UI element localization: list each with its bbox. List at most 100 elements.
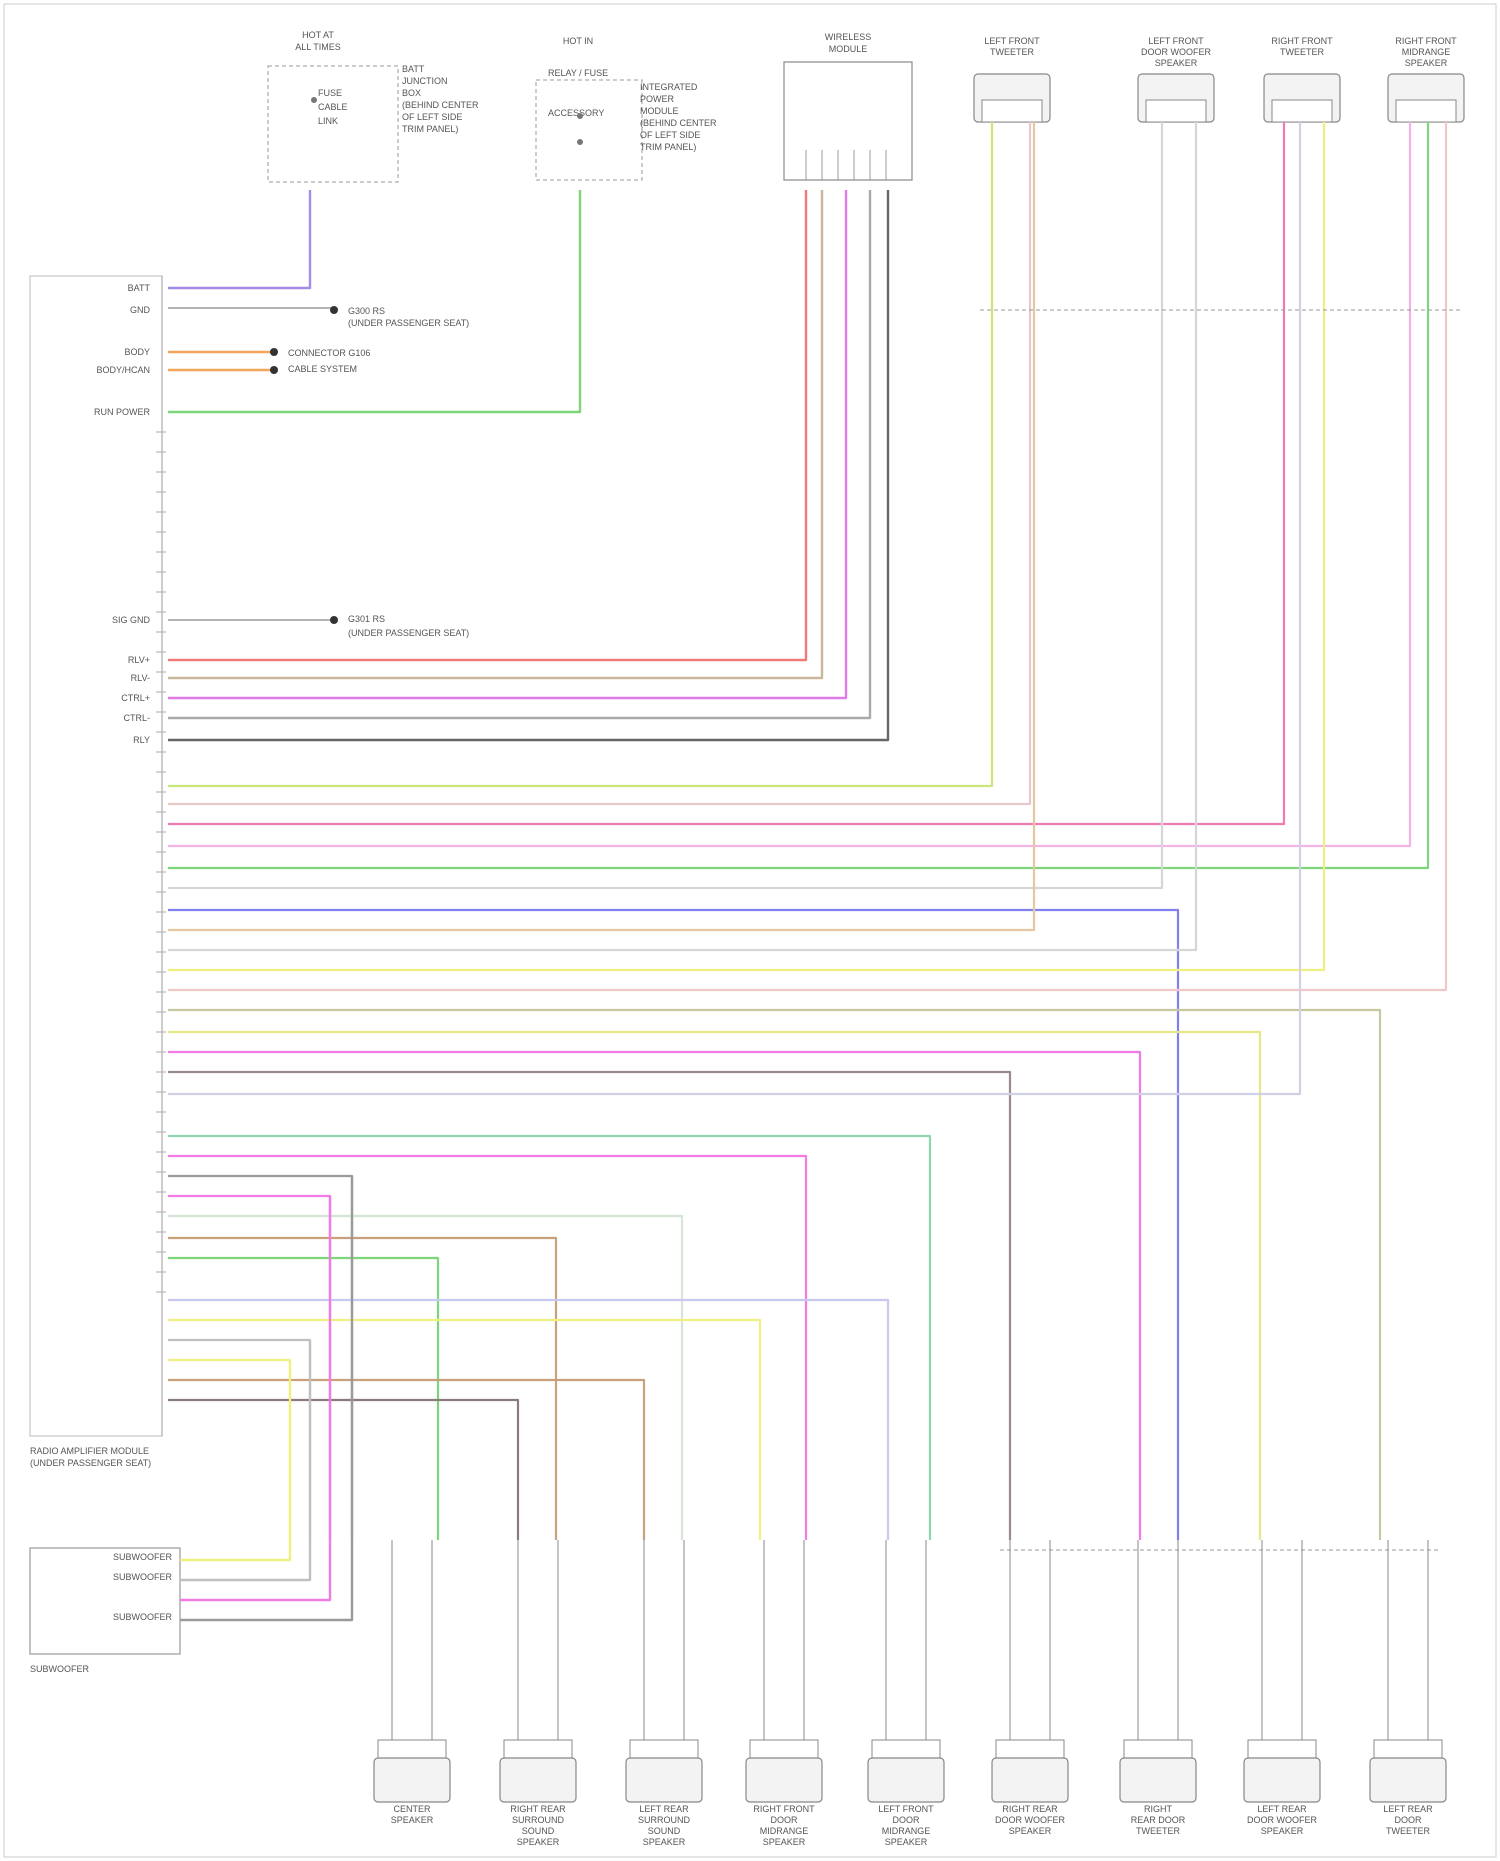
wire-wireless [168, 190, 806, 660]
bottom-speaker-title: REAR DOOR [1131, 1815, 1186, 1825]
amplifier-box [30, 276, 162, 1436]
amp-pin-label: SIG GND [112, 615, 151, 625]
top-speaker-title: SPEAKER [1405, 58, 1448, 68]
splice-label: CABLE SYSTEM [288, 364, 357, 374]
top-speaker-title: MIDRANGE [1402, 47, 1451, 57]
wire-wireless [168, 190, 846, 698]
bottom-speaker-title: SPEAKER [1261, 1826, 1304, 1836]
bottom-speaker-title: RIGHT FRONT [753, 1804, 815, 1814]
bottom-speaker-title: DOOR [771, 1815, 799, 1825]
wire-subwoofer [180, 1196, 330, 1600]
bottom-speaker-title: DOOR [893, 1815, 921, 1825]
wire-speaker [168, 122, 1324, 970]
fuse-pin-label: CABLE [318, 102, 348, 112]
relay-terminal [577, 113, 583, 119]
bottom-speaker-title: SPEAKER [517, 1837, 560, 1847]
wire-run-power [168, 190, 580, 412]
speaker-connector [1146, 100, 1206, 122]
relay-box-dashed [536, 80, 642, 180]
speaker-body [746, 1758, 822, 1802]
speaker-connector [1272, 100, 1332, 122]
speaker-connector [1396, 100, 1456, 122]
splice-label: (UNDER PASSENGER SEAT) [348, 318, 469, 328]
splice-label: CONNECTOR G106 [288, 348, 370, 358]
hot-in-title: HOT IN [563, 36, 593, 46]
bottom-speaker-title: LEFT REAR [639, 1804, 689, 1814]
amp-pin-label: RUN POWER [94, 407, 151, 417]
speaker-body [992, 1758, 1068, 1802]
wire-speaker [168, 1072, 1010, 1540]
wire-lower [168, 1320, 760, 1540]
amp-pin-label: RLY [133, 735, 150, 745]
wire-lower [168, 1176, 352, 1540]
top-speaker-title: TWEETER [990, 47, 1034, 57]
bottom-speaker-title: SPEAKER [391, 1815, 434, 1825]
subwoofer-pin-label: SUBWOOFER [113, 1552, 173, 1562]
amp-pin-label: BATT [128, 283, 151, 293]
speaker-body [868, 1758, 944, 1802]
junction-box-label: (BEHIND CENTER [402, 100, 479, 110]
amp-pin-label: BODY/HCAN [96, 365, 150, 375]
top-speaker-title: LEFT FRONT [1148, 36, 1204, 46]
amp-pin-label: CTRL+ [121, 693, 150, 703]
bottom-speaker-title: LEFT FRONT [878, 1804, 934, 1814]
speaker-body [1370, 1758, 1446, 1802]
fuse-pin-label: LINK [318, 116, 338, 126]
ipm-label: TRIM PANEL) [640, 142, 696, 152]
top-speaker-title: SPEAKER [1155, 58, 1198, 68]
bottom-speaker-title: SOUND [522, 1826, 555, 1836]
splice-label: (UNDER PASSENGER SEAT) [348, 628, 469, 638]
wire-lower [168, 1156, 806, 1540]
relay-terminal [577, 139, 583, 145]
amp-pin-label: RLV- [131, 673, 150, 683]
relay-pin-label: RELAY / FUSE [548, 68, 608, 78]
wireless-module-box [784, 62, 912, 180]
wire-lower [168, 1340, 310, 1540]
ipm-label: POWER [640, 94, 675, 104]
wire-lower [168, 1400, 518, 1540]
ipm-label: MODULE [640, 106, 679, 116]
wire-lower [168, 1300, 888, 1540]
ipm-label: (BEHIND CENTER [640, 118, 717, 128]
junction-box-label: BATT [402, 64, 425, 74]
subwoofer-box [30, 1548, 180, 1654]
wire-speaker [168, 122, 1162, 888]
wire-speaker [168, 910, 1178, 1540]
bottom-speaker-title: DOOR WOOFER [995, 1815, 1065, 1825]
wire-speaker [168, 122, 1300, 1094]
wire-speaker [168, 1010, 1380, 1540]
bottom-speaker-title: RIGHT REAR [510, 1804, 566, 1814]
bottom-speaker-title: SOUND [648, 1826, 681, 1836]
splice-label: G301 RS [348, 614, 385, 624]
wire-lower [168, 1380, 644, 1540]
bottom-speaker-title: MIDRANGE [760, 1826, 809, 1836]
bottom-speaker-title: TWEETER [1136, 1826, 1180, 1836]
wire-batt [168, 190, 310, 288]
bottom-speaker-title: SPEAKER [885, 1837, 928, 1847]
wireless-title: WIRELESS [825, 32, 872, 42]
bottom-speaker-title: MIDRANGE [882, 1826, 931, 1836]
wire-speaker [168, 122, 1428, 868]
hot-at-title: ALL TIMES [295, 42, 341, 52]
bottom-speaker-title: DOOR [1395, 1815, 1423, 1825]
speaker-body [1120, 1758, 1196, 1802]
wire-speaker [168, 122, 1034, 930]
amp-pin-label: RLV+ [128, 655, 150, 665]
wire-speaker [168, 122, 1410, 846]
amp-pin-label: BODY [124, 347, 150, 357]
subwoofer-label: SUBWOOFER [30, 1664, 90, 1674]
junction-box-label: TRIM PANEL) [402, 124, 458, 134]
ipm-label: INTEGRATED [640, 82, 698, 92]
wire-speaker [168, 122, 1030, 804]
ground-splice [330, 616, 338, 624]
junction-box-label: OF LEFT SIDE [402, 112, 462, 122]
splice [270, 366, 278, 374]
amp-pin-label: GND [130, 305, 151, 315]
bottom-speaker-title: SPEAKER [643, 1837, 686, 1847]
fuse-pin-label: FUSE [318, 88, 342, 98]
fuse-terminal [311, 97, 317, 103]
wire-lower [168, 1216, 682, 1540]
wire-wireless [168, 190, 870, 718]
splice [270, 348, 278, 356]
wire-speaker [168, 1052, 1140, 1540]
